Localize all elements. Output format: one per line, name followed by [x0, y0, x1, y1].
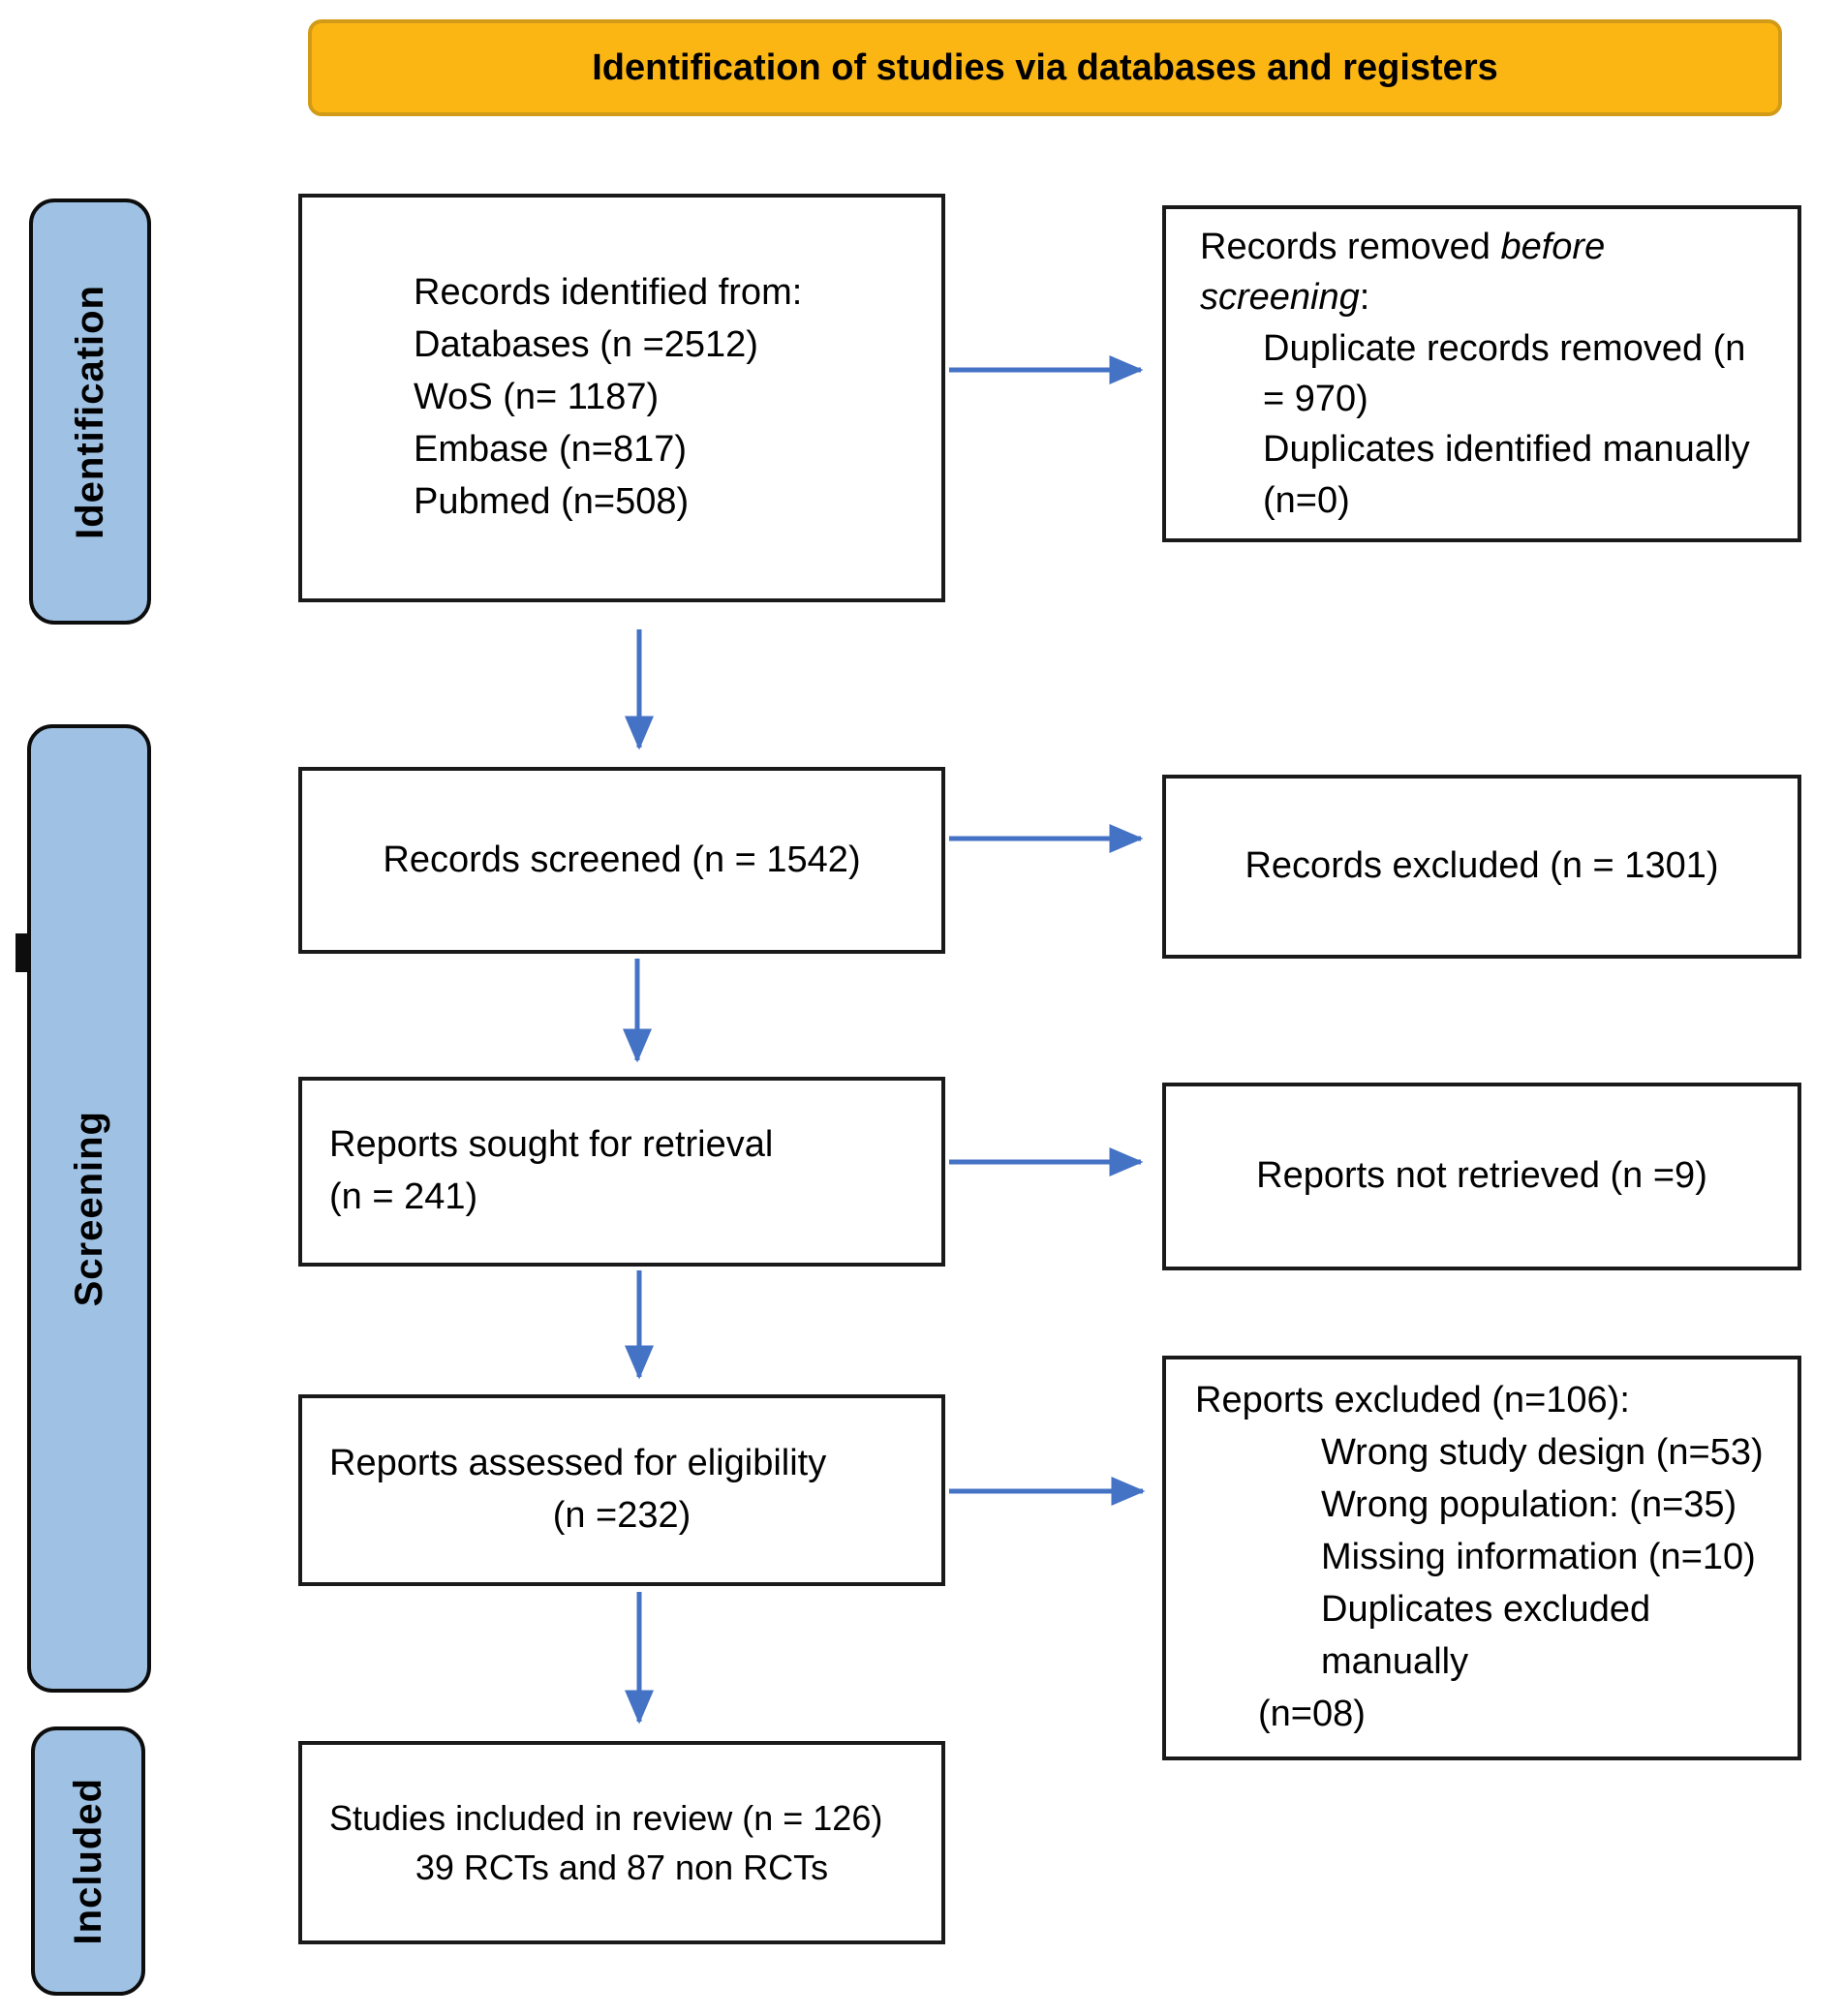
stage-included: Included	[31, 1726, 145, 1996]
box-studies-included: Studies included in review (n = 126) 39 …	[298, 1741, 945, 1944]
studies-included-line2: 39 RCTs and 87 non RCTs	[415, 1848, 829, 1887]
box-reports-assessed: Reports assessed for eligibility (n =232…	[298, 1394, 945, 1586]
records-identified-line: Databases (n =2512)	[414, 324, 758, 366]
title-banner-text: Identification of studies via databases …	[592, 46, 1498, 88]
reports-excluded-item: Missing information (n=10)	[1321, 1537, 1756, 1578]
records-removed-header-line1: Records removed before	[1200, 226, 1606, 267]
records-identified-line: Pubmed (n=508)	[414, 480, 690, 522]
reports-excluded-footer: (n=08)	[1258, 1693, 1366, 1734]
box-reports-excluded: Reports excluded (n=106): Wrong study de…	[1162, 1356, 1801, 1760]
records-removed-header-line2: screening:	[1200, 277, 1370, 319]
stage-identification-label: Identification	[68, 284, 111, 539]
studies-included-line1: Studies included in review (n = 126)	[329, 1797, 883, 1838]
reports-excluded-item: Wrong study design (n=53)	[1321, 1432, 1764, 1474]
box-records-screened: Records screened (n = 1542)	[298, 767, 945, 954]
reports-excluded-header: Reports excluded (n=106):	[1195, 1380, 1630, 1421]
reports-excluded-item: Wrong population: (n=35)	[1321, 1484, 1737, 1526]
reports-sought-line2: (n = 241)	[329, 1176, 478, 1217]
records-identified-line: Records identified from:	[414, 272, 803, 314]
stage-screening-tab-mark	[15, 933, 31, 972]
stage-screening-label: Screening	[67, 1110, 110, 1307]
records-identified-line: WoS (n= 1187)	[414, 377, 660, 418]
reports-not-retrieved-text: Reports not retrieved (n =9)	[1256, 1155, 1707, 1197]
reports-assessed-line2: (n =232)	[552, 1495, 692, 1536]
stage-screening: Screening	[27, 724, 151, 1693]
records-screened-text: Records screened (n = 1542)	[383, 839, 861, 880]
records-removed-item: (n=0)	[1263, 479, 1350, 521]
reports-excluded-item: Duplicates excluded manually	[1321, 1588, 1651, 1682]
box-records-excluded: Records excluded (n = 1301)	[1162, 775, 1801, 959]
records-removed-item: Duplicate records removed (n	[1263, 327, 1746, 369]
box-reports-sought: Reports sought for retrieval (n = 241)	[298, 1077, 945, 1267]
records-removed-item: = 970)	[1263, 379, 1368, 419]
title-banner: Identification of studies via databases …	[308, 19, 1782, 116]
stage-included-label: Included	[66, 1777, 109, 1945]
box-reports-not-retrieved: Reports not retrieved (n =9)	[1162, 1083, 1801, 1270]
box-records-identified: Records identified from: Databases (n =2…	[298, 194, 945, 602]
stage-identification: Identification	[29, 199, 151, 625]
reports-sought-line1: Reports sought for retrieval	[329, 1124, 774, 1166]
records-removed-item: Duplicates identified manually	[1263, 429, 1750, 471]
box-records-removed: Records removed before screening: Duplic…	[1162, 205, 1801, 542]
records-excluded-text: Records excluded (n = 1301)	[1245, 845, 1719, 887]
records-identified-line: Embase (n=817)	[414, 428, 687, 470]
reports-assessed-line1: Reports assessed for eligibility	[329, 1443, 827, 1484]
